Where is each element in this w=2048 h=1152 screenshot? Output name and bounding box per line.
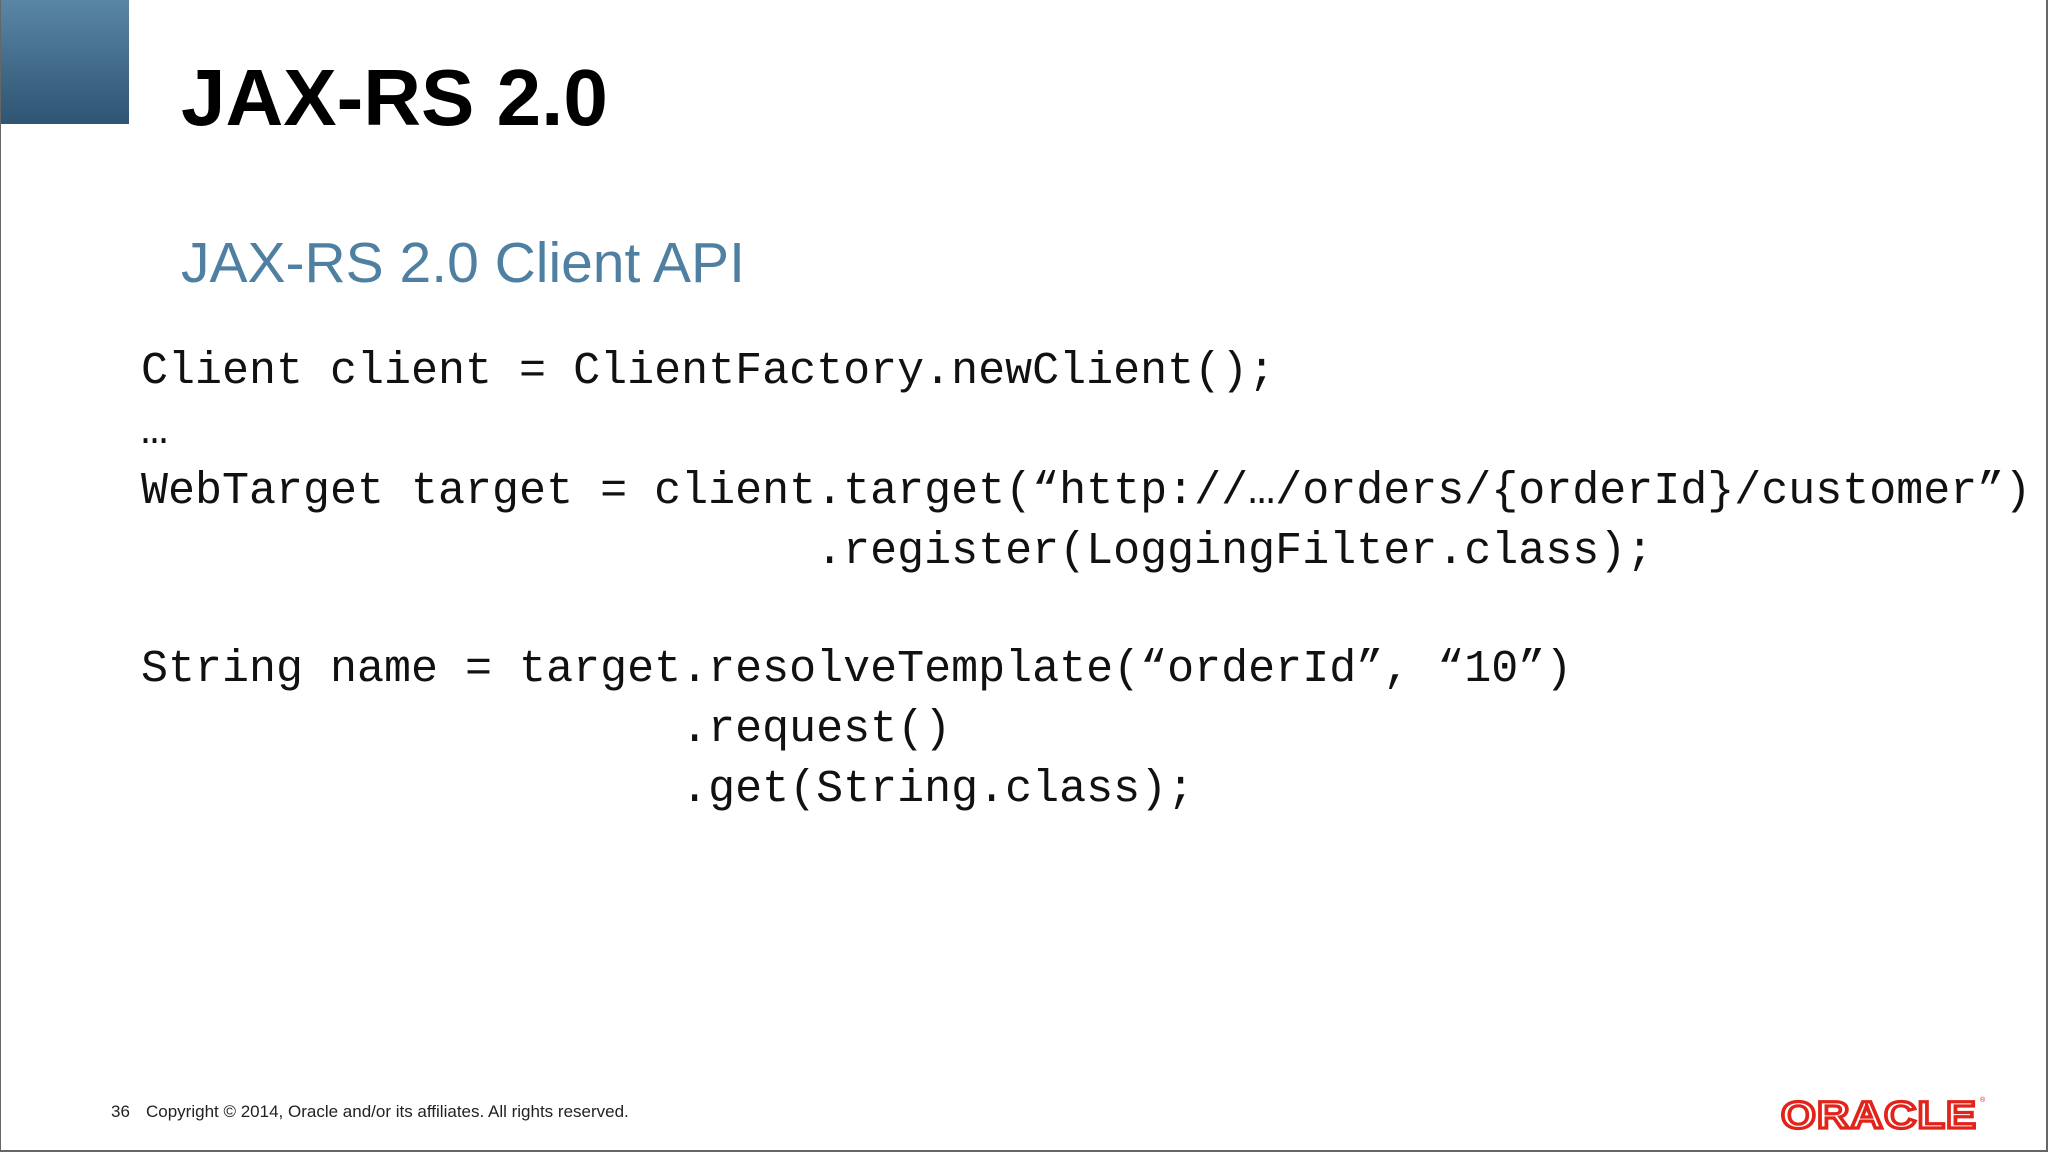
code-line: .get(String.class); [141,764,1195,815]
code-line: .register(LoggingFilter.class); [141,526,1654,577]
code-line: .request() [141,704,952,755]
code-line: WebTarget target = client.target(“http:/… [141,466,2032,517]
code-line: String name = target.resolveTemplate(“or… [141,644,1573,695]
slide-title: JAX-RS 2.0 [181,53,608,142]
code-line: … [141,406,169,457]
code-line-blank [141,582,2041,640]
slide-subtitle: JAX-RS 2.0 Client API [181,231,745,295]
corner-accent-block [1,0,129,124]
oracle-logo: ORACLE ® [1781,1093,1986,1136]
code-block: Client client = ClientFactory.newClient(… [141,342,2041,820]
copyright-notice: Copyright © 2014, Oracle and/or its affi… [146,1102,629,1121]
oracle-logo-text: ORACLE [1781,1095,1977,1136]
trademark-icon: ® [1980,1096,1986,1104]
page-number: 36 [111,1102,130,1121]
code-line: Client client = ClientFactory.newClient(… [141,346,1276,397]
